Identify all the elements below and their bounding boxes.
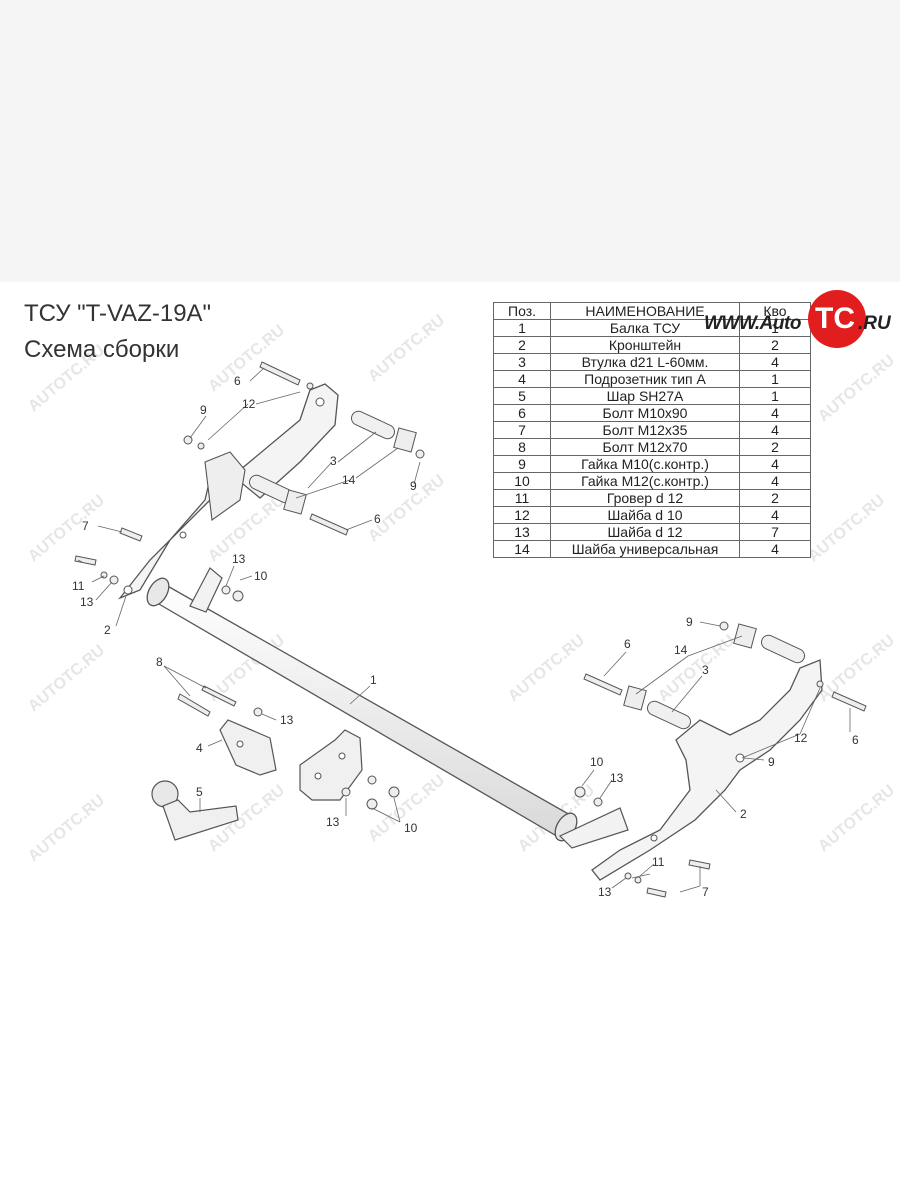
- callout-13: 13: [232, 552, 246, 566]
- callout-7: 7: [82, 519, 89, 533]
- callout-3: 3: [330, 454, 337, 468]
- bolts: [74, 361, 867, 898]
- callout-13: 13: [598, 885, 612, 899]
- callout-12: 12: [794, 731, 808, 745]
- callout-13: 13: [280, 713, 294, 727]
- left-bracket: [117, 383, 339, 600]
- callout-1: 1: [370, 673, 377, 687]
- callout-9: 9: [686, 615, 693, 629]
- callout-13: 13: [610, 771, 624, 785]
- callout-10: 10: [590, 755, 604, 769]
- table-header-row: Поз. НАИМЕНОВАНИЕ Кво: [493, 302, 811, 320]
- callout-10: 10: [404, 821, 418, 835]
- socket-plate: [219, 719, 277, 776]
- ball-mount-bracket: [299, 729, 363, 801]
- callout-9: 9: [768, 755, 775, 769]
- header-cell: НАИМЕНОВАНИЕ: [550, 302, 740, 320]
- callout-6: 6: [624, 637, 631, 651]
- right-bracket: [591, 659, 823, 881]
- callout-2: 2: [740, 807, 747, 821]
- callout-4: 4: [196, 741, 203, 755]
- logo-ru-text: .RU: [858, 313, 891, 334]
- callout-3: 3: [702, 663, 709, 677]
- universal-washers: [283, 427, 757, 711]
- table-cell: Шайба универсальная: [550, 540, 740, 558]
- drawing-title: ТСУ "T-VAZ-19A": [24, 300, 212, 327]
- table-cell: Втулка d21 L-60мм.: [550, 353, 740, 371]
- logo-red-circle: [808, 290, 866, 348]
- callout-6: 6: [852, 733, 859, 747]
- callout-11: 11: [72, 579, 85, 593]
- callout-14: 14: [674, 643, 688, 657]
- callout-9: 9: [410, 479, 417, 493]
- callout-11: 11: [652, 855, 665, 869]
- table-cell: 4: [739, 404, 811, 422]
- callout-2: 2: [104, 623, 111, 637]
- callout-7: 7: [702, 885, 709, 899]
- table-cell: 4: [739, 540, 811, 558]
- autotc-logo: WWW.Auto TC .RU: [700, 288, 896, 348]
- table-cell: 1: [739, 370, 811, 388]
- callout-14: 14: [342, 473, 356, 487]
- callout-8: 8: [156, 655, 163, 669]
- table-cell: Кронштейн: [550, 336, 740, 354]
- callout-5: 5: [196, 785, 203, 799]
- drawing-subtitle: Схема сборки: [24, 336, 180, 363]
- table-cell: Гайка M12(с.контр.): [550, 472, 740, 490]
- callout-13: 13: [326, 815, 340, 829]
- table-cell: Гайка M10(с.контр.): [550, 455, 740, 473]
- callout-6: 6: [374, 512, 381, 526]
- callout-labels: 6 12 9 3 14 9 6 7 11 13 2 13 10 8 13 4 5…: [72, 374, 859, 899]
- tow-beam: [146, 567, 629, 849]
- leader-lines: [77, 367, 851, 893]
- logo-tc-text: TC: [815, 302, 855, 335]
- callout-9: 9: [200, 403, 207, 417]
- callout-6: 6: [234, 374, 241, 388]
- tow-ball: [151, 780, 239, 841]
- callout-12: 12: [242, 397, 256, 411]
- assembly-drawing: 6 12 9 3 14 9 6 7 11 13 2 13 10 8 13 4 5…: [72, 361, 867, 899]
- logo-www-text: WWW.Auto: [704, 313, 801, 334]
- callout-13: 13: [80, 595, 94, 609]
- top-blank-band: [0, 0, 900, 282]
- table-cell: 14: [493, 540, 551, 558]
- callout-10: 10: [254, 569, 268, 583]
